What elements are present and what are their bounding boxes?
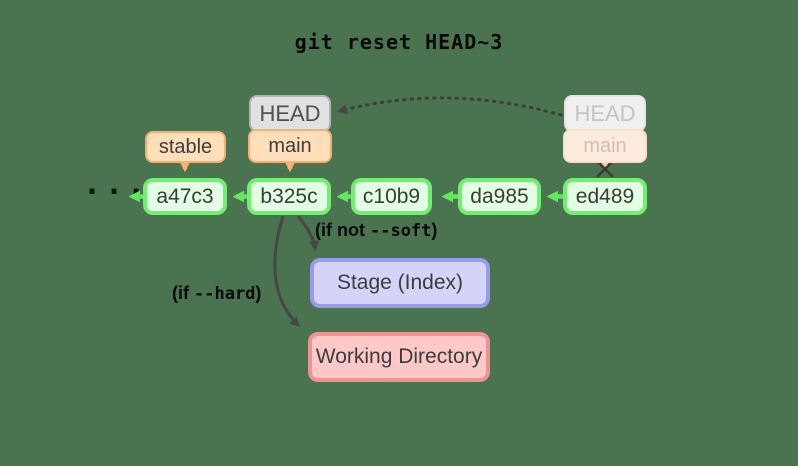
stable-branch-box: stable <box>145 131 226 163</box>
diagram-title: git reset HEAD~3 <box>294 30 504 54</box>
crossed-out-x-icon <box>596 160 614 178</box>
if-not-soft-label: (if not --soft) <box>315 220 437 241</box>
if-hard-suffix: ) <box>255 283 262 303</box>
old-head-ref-box: HEAD <box>564 95 646 132</box>
working-directory-box: Working Directory <box>308 332 490 382</box>
hard-flag-code: --hard <box>194 284 256 304</box>
reset-to-stage-arrow <box>296 215 320 252</box>
if-hard-label: (if --hard) <box>172 283 261 304</box>
head-move-dotted-arrow <box>337 96 563 117</box>
if-not-soft-prefix: (if not <box>315 220 370 240</box>
head-ref-box: HEAD <box>249 95 331 132</box>
ref-pointer-arrows <box>179 161 296 173</box>
commit-b325c: b325c <box>247 178 331 215</box>
main-branch-box: main <box>248 129 332 163</box>
commit-a47c3: a47c3 <box>143 178 227 215</box>
commit-da985: da985 <box>458 178 541 215</box>
soft-flag-code: --soft <box>369 221 432 241</box>
old-main-branch-box: main <box>563 129 647 163</box>
stage-index-box: Stage (Index) <box>310 258 490 308</box>
if-hard-prefix: (if <box>172 283 194 303</box>
if-not-soft-suffix: ) <box>431 220 438 240</box>
reset-to-working-arrow <box>273 215 301 328</box>
commit-ed489: ed489 <box>563 178 647 215</box>
commit-c10b9: c10b9 <box>351 178 432 215</box>
